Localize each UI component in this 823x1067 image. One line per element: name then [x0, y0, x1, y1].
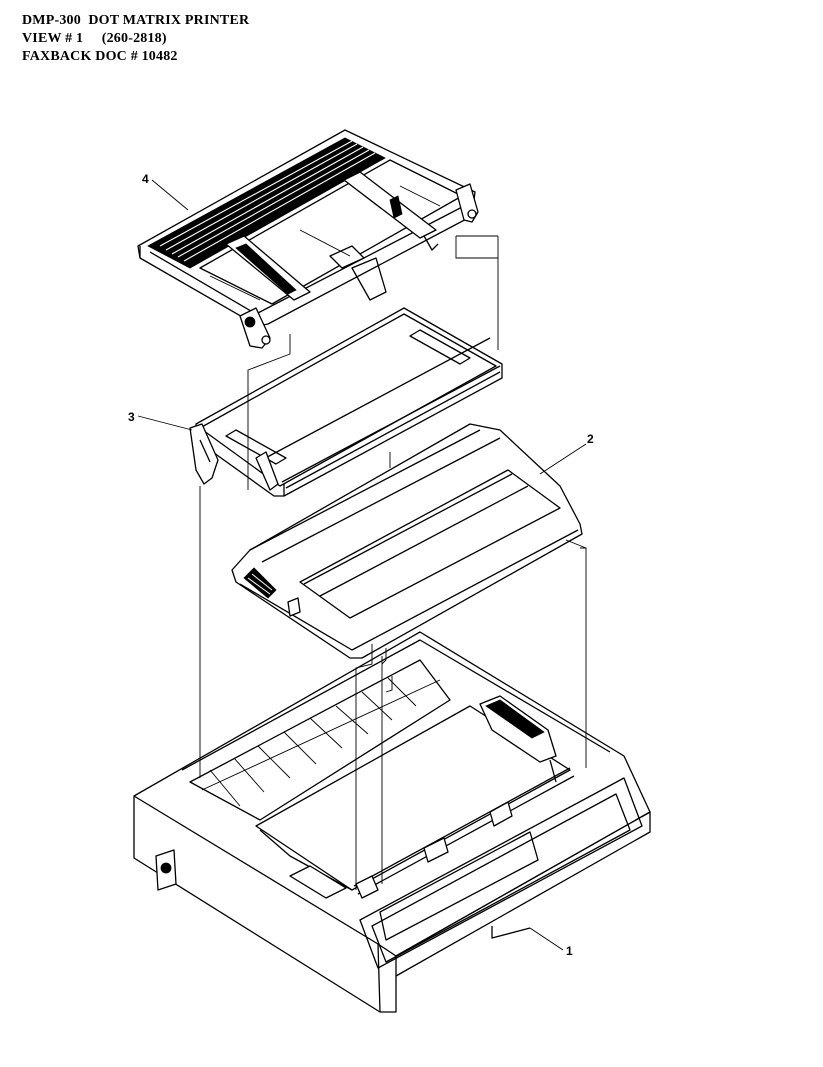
header-view: VIEW # 1 (260-2818) — [22, 31, 167, 46]
part-1-printer-base: 1 — [133, 631, 651, 1013]
callout-label-1: 1 — [566, 944, 573, 958]
header-title: DMP-300 DOT MATRIX PRINTER — [22, 13, 250, 28]
callout-label-2: 2 — [587, 432, 594, 446]
callout-label-3: 3 — [128, 410, 135, 424]
part-4-paper-guide: 4 — [137, 129, 479, 349]
document-header: DMP-300 DOT MATRIX PRINTER VIEW # 1 (260… — [22, 12, 249, 66]
callout-label-4: 4 — [142, 172, 149, 186]
part-2-printer-cover: 2 — [231, 423, 594, 659]
part-3-top-cover: 3 — [128, 307, 503, 497]
assembly-leader-lines — [199, 235, 587, 890]
header-doc-number: FAXBACK DOC # 10482 — [22, 49, 178, 64]
